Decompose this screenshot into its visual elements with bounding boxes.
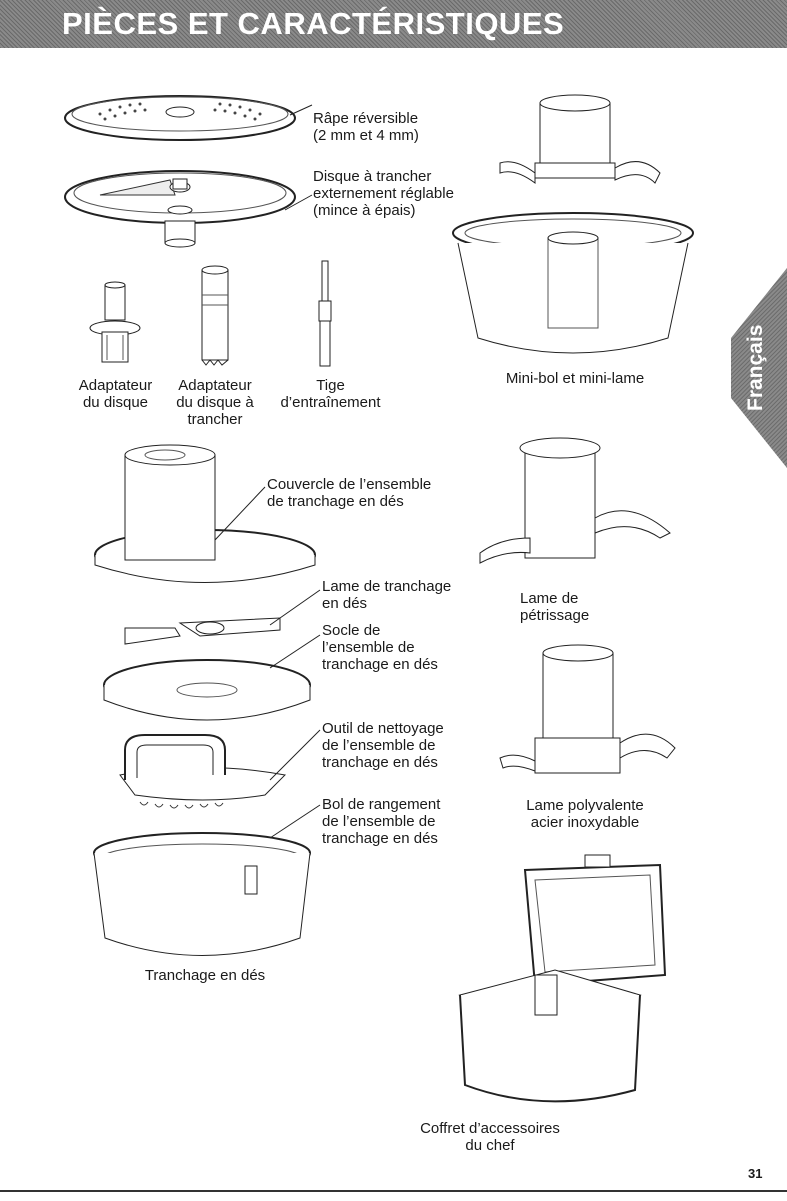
page-title: PIÈCES ET CARACTÉRISTIQUES: [62, 6, 565, 41]
accessory-case: [450, 850, 675, 1115]
slicing-disc-adapter: [190, 265, 240, 370]
dicing-base: [100, 655, 315, 730]
dicing-lid: [90, 440, 320, 590]
label-slicing-disc-adapter: Adaptateur du disque à trancher: [176, 377, 254, 428]
mini-blade: [495, 88, 665, 198]
label-dicing-blade: Lame de tranchage en dés: [322, 578, 452, 612]
disc-adapter: [85, 280, 145, 370]
language-tab-shape: [731, 268, 787, 468]
label-mini-bowl: Mini-bol et mini-lame: [505, 370, 645, 387]
dicing-blade: [120, 608, 285, 653]
mini-bowl: [448, 208, 698, 358]
label-reversible-grater: Râpe réversible (2 mm et 4 mm): [313, 110, 419, 144]
label-drive-shaft: Tige d’entraînement: [280, 377, 381, 411]
page-number: 31: [748, 1166, 763, 1181]
header-band: [0, 0, 787, 48]
dough-blade: [470, 428, 680, 568]
cleaning-tool: [115, 730, 290, 810]
label-dicing-lid: Couvercle de l’ensemble de tranchage en …: [267, 476, 432, 510]
dicing-storage-bowl: [90, 828, 315, 960]
label-cleaning-tool: Outil de nettoyage de l’ensemble de tran…: [322, 720, 444, 771]
reversible-grater-disc: [60, 90, 300, 150]
adjustable-slicing-disc: [60, 165, 300, 250]
label-accessory-case: Coffret d’accessoires du chef: [420, 1120, 560, 1154]
label-storage-bowl: Bol de rangement de l’ensemble de tranch…: [322, 796, 441, 847]
bottom-rule: [0, 1190, 787, 1192]
label-multipurpose-blade: Lame polyvalente acier inoxydable: [526, 797, 644, 831]
label-dicing-base: Socle de l’ensemble de tranchage en dés: [322, 622, 438, 673]
drive-shaft: [310, 258, 340, 370]
multipurpose-blade: [495, 633, 680, 783]
label-slicing-disc: Disque à trancher externement réglable (…: [313, 168, 454, 219]
label-dough-blade: Lame de pétrissage: [520, 590, 590, 624]
label-disc-adapter: Adaptateur du disque: [78, 377, 153, 411]
label-dicing-kit: Tranchage en dés: [144, 967, 266, 984]
